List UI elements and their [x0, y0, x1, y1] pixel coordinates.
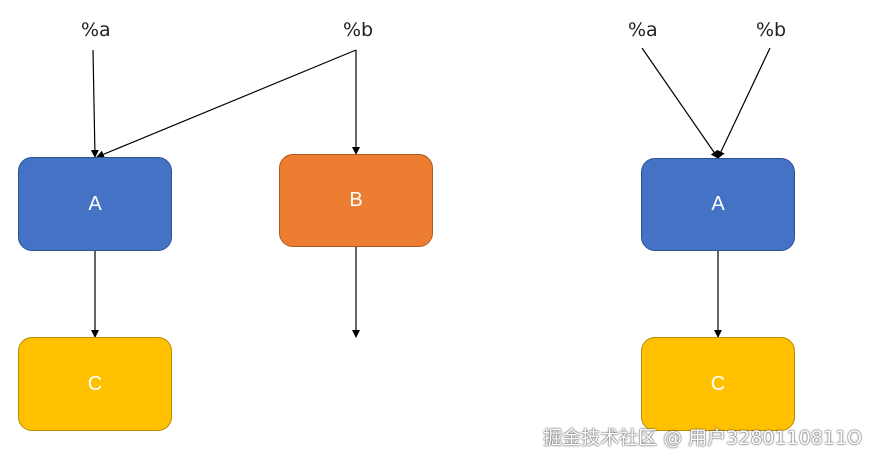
- node-A-left-label: A: [88, 192, 102, 215]
- node-A-right[interactable]: A: [641, 158, 795, 251]
- node-B[interactable]: B: [279, 154, 433, 247]
- node-C-right[interactable]: C: [641, 337, 795, 431]
- input-label-a-left: %a: [81, 19, 111, 41]
- node-C-right-label: C: [710, 372, 726, 395]
- input-label-b-left: %b: [343, 19, 374, 41]
- input-label-a-right: %a: [628, 19, 658, 41]
- node-B-label: B: [349, 189, 363, 211]
- node-A-left[interactable]: A: [18, 157, 172, 251]
- edge-b-to-A-right: [717, 47, 771, 159]
- node-A-right-label: A: [711, 193, 725, 215]
- edge-a-to-A-right: [641, 47, 719, 159]
- edge-b-to-A-left: [96, 49, 357, 159]
- node-C-left[interactable]: C: [18, 337, 172, 431]
- watermark: 掘金技术社区 @ 用户3280110811O: [543, 427, 862, 449]
- input-label-b-right: %b: [756, 19, 787, 41]
- edge-a-to-A-left: [90, 49, 99, 158]
- node-C-left-label: C: [87, 372, 103, 395]
